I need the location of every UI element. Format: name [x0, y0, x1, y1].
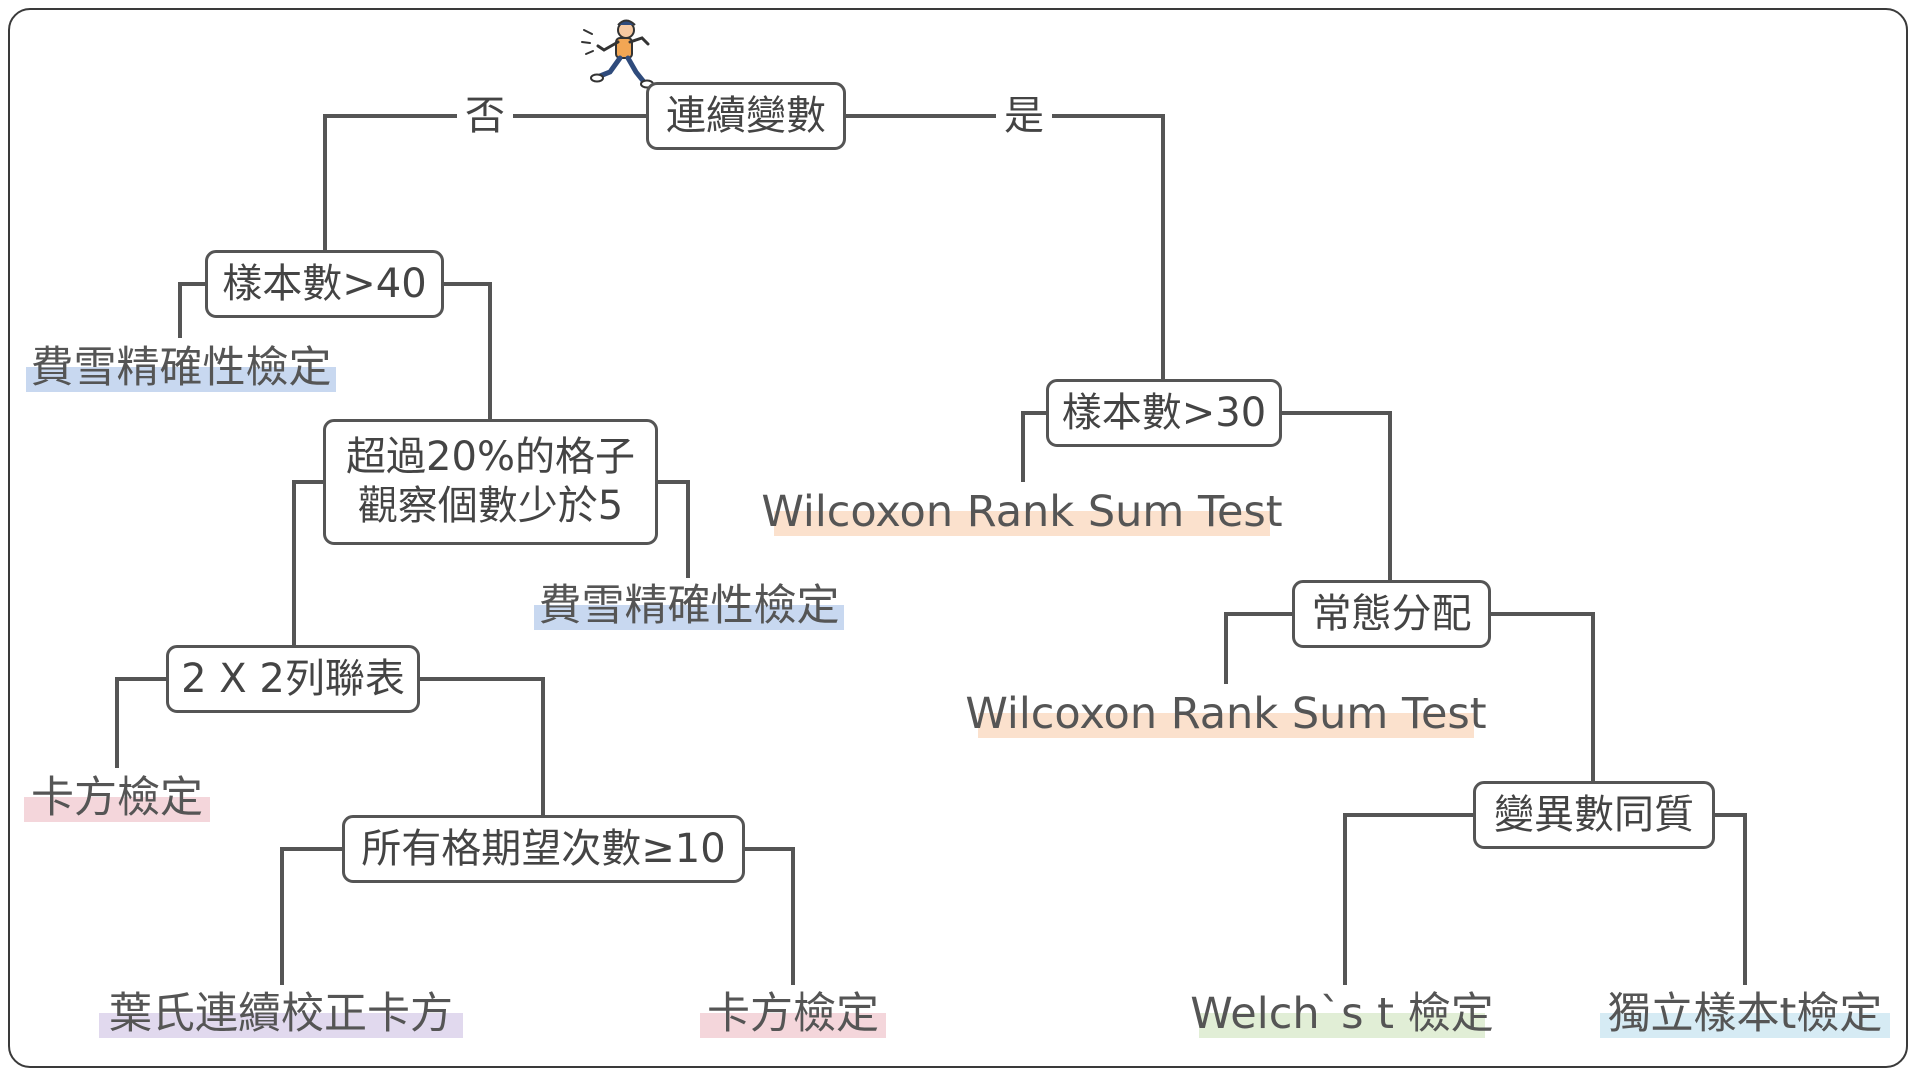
- node-homogeneity-variance: 變異數同質: [1473, 781, 1715, 849]
- highlight-blue: [26, 367, 336, 392]
- leaf-independent-t-test: 獨立樣本t檢定: [1600, 990, 1890, 1038]
- edge-normal-homovar: [1489, 612, 1595, 782]
- highlight-green: [1199, 1013, 1485, 1038]
- leaf-fisher-exact-2: 費雪精確性檢定: [534, 582, 844, 630]
- edge-root-no: [323, 114, 648, 250]
- highlight-pink: [700, 1013, 886, 1038]
- highlight-orange: [774, 511, 1270, 536]
- edge-homovar-welch: [1343, 813, 1475, 985]
- leaf-wilcoxon-1-text: Wilcoxon Rank Sum Test: [761, 486, 1283, 537]
- leaf-wilcoxon-2: Wilcoxon Rank Sum Test: [965, 690, 1487, 738]
- edge-2x2-chi: [115, 677, 168, 768]
- edge-label-yes: 是: [996, 96, 1052, 136]
- leaf-chi-square-2: 卡方檢定: [700, 990, 886, 1038]
- leaf-welch-t-test: Welch`s t 檢定: [1190, 990, 1494, 1038]
- node-continuous-variable: 連續變數: [646, 82, 846, 150]
- edge-root-yes: [844, 114, 1165, 380]
- edge-over20-fisher2: [656, 480, 690, 578]
- edge-s30-normal: [1280, 411, 1392, 580]
- highlight-purple: [99, 1013, 463, 1038]
- edge-normal-wilcoxon2: [1224, 612, 1294, 684]
- edge-s40-fisher: [178, 282, 207, 338]
- highlight-orange: [978, 713, 1474, 738]
- edge-expect-chi2: [743, 847, 795, 985]
- leaf-fisher-exact-1-text: 費雪精確性檢定: [30, 342, 332, 393]
- leaf-fisher-exact-2-text: 費雪精確性檢定: [538, 580, 840, 631]
- leaf-chi-square-1: 卡方檢定: [24, 774, 210, 822]
- node-sample-size-30: 樣本數>30: [1046, 379, 1282, 447]
- running-person-icon: [581, 19, 654, 89]
- edge-homovar-ttest: [1713, 813, 1747, 985]
- leaf-independent-t-test-text: 獨立樣本t檢定: [1607, 988, 1883, 1039]
- node-expected-freq-10: 所有格期望次數≥10: [342, 815, 745, 883]
- highlight-pink: [24, 797, 210, 822]
- node-over-20-percent: 超過20%的格子 觀察個數少於5: [323, 419, 658, 545]
- edge-s40-over20: [442, 282, 492, 420]
- leaf-welch-t-test-text: Welch`s t 檢定: [1190, 988, 1494, 1039]
- node-normal-distribution: 常態分配: [1292, 580, 1491, 648]
- edge-2x2-expect: [418, 677, 545, 815]
- leaf-yates-correction: 葉氏連續校正卡方: [99, 990, 463, 1038]
- leaf-fisher-exact-1: 費雪精確性檢定: [26, 344, 336, 392]
- node-sample-size-40: 樣本數>40: [205, 250, 444, 318]
- edge-s30-wilcoxon: [1021, 411, 1048, 482]
- node-over-20-line1: 超過20%的格子: [346, 434, 635, 481]
- leaf-wilcoxon-2-text: Wilcoxon Rank Sum Test: [965, 688, 1487, 739]
- highlight-blue: [534, 605, 844, 630]
- leaf-yates-correction-text: 葉氏連續校正卡方: [109, 988, 453, 1039]
- highlight-lightblue: [1600, 1013, 1890, 1038]
- node-over-20-line2: 觀察個數少於5: [357, 483, 624, 529]
- node-2x2-table: 2 X 2列聯表: [166, 645, 420, 713]
- edge-expect-yates: [280, 847, 344, 985]
- edge-label-no: 否: [457, 96, 513, 136]
- leaf-wilcoxon-1: Wilcoxon Rank Sum Test: [761, 488, 1283, 536]
- edge-over20-2x2: [292, 480, 325, 648]
- leaf-chi-square-2-text: 卡方檢定: [707, 988, 879, 1039]
- leaf-chi-square-1-text: 卡方檢定: [31, 772, 203, 823]
